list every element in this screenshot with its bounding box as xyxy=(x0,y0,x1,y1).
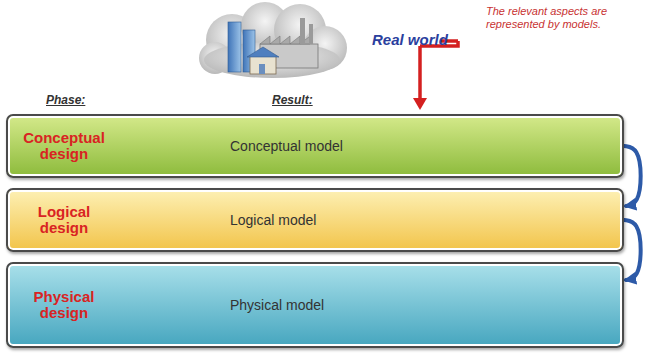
phase-band: Logical design Logical model xyxy=(6,188,624,252)
result-name: Logical model xyxy=(230,212,316,228)
note-text: The relevant aspects are represented by … xyxy=(486,5,636,31)
phase-name: Logical design xyxy=(14,204,114,236)
result-name: Conceptual model xyxy=(230,138,343,154)
buildings xyxy=(228,18,318,74)
phase-name: Physical design xyxy=(14,289,114,321)
column-heading: Phase: xyxy=(46,93,85,107)
real-world-bracket xyxy=(413,41,458,110)
cloud xyxy=(199,2,347,78)
flow-arrow xyxy=(624,146,641,206)
phase-name: Conceptual design xyxy=(14,130,114,162)
result-name: Physical model xyxy=(230,297,324,313)
column-heading: Result: xyxy=(272,93,313,107)
phase-band: Physical design Physical model xyxy=(6,262,624,348)
flow-arrow xyxy=(624,220,641,280)
real-world-label: Real world xyxy=(372,31,448,48)
phase-band: Conceptual design Conceptual model xyxy=(6,114,624,178)
